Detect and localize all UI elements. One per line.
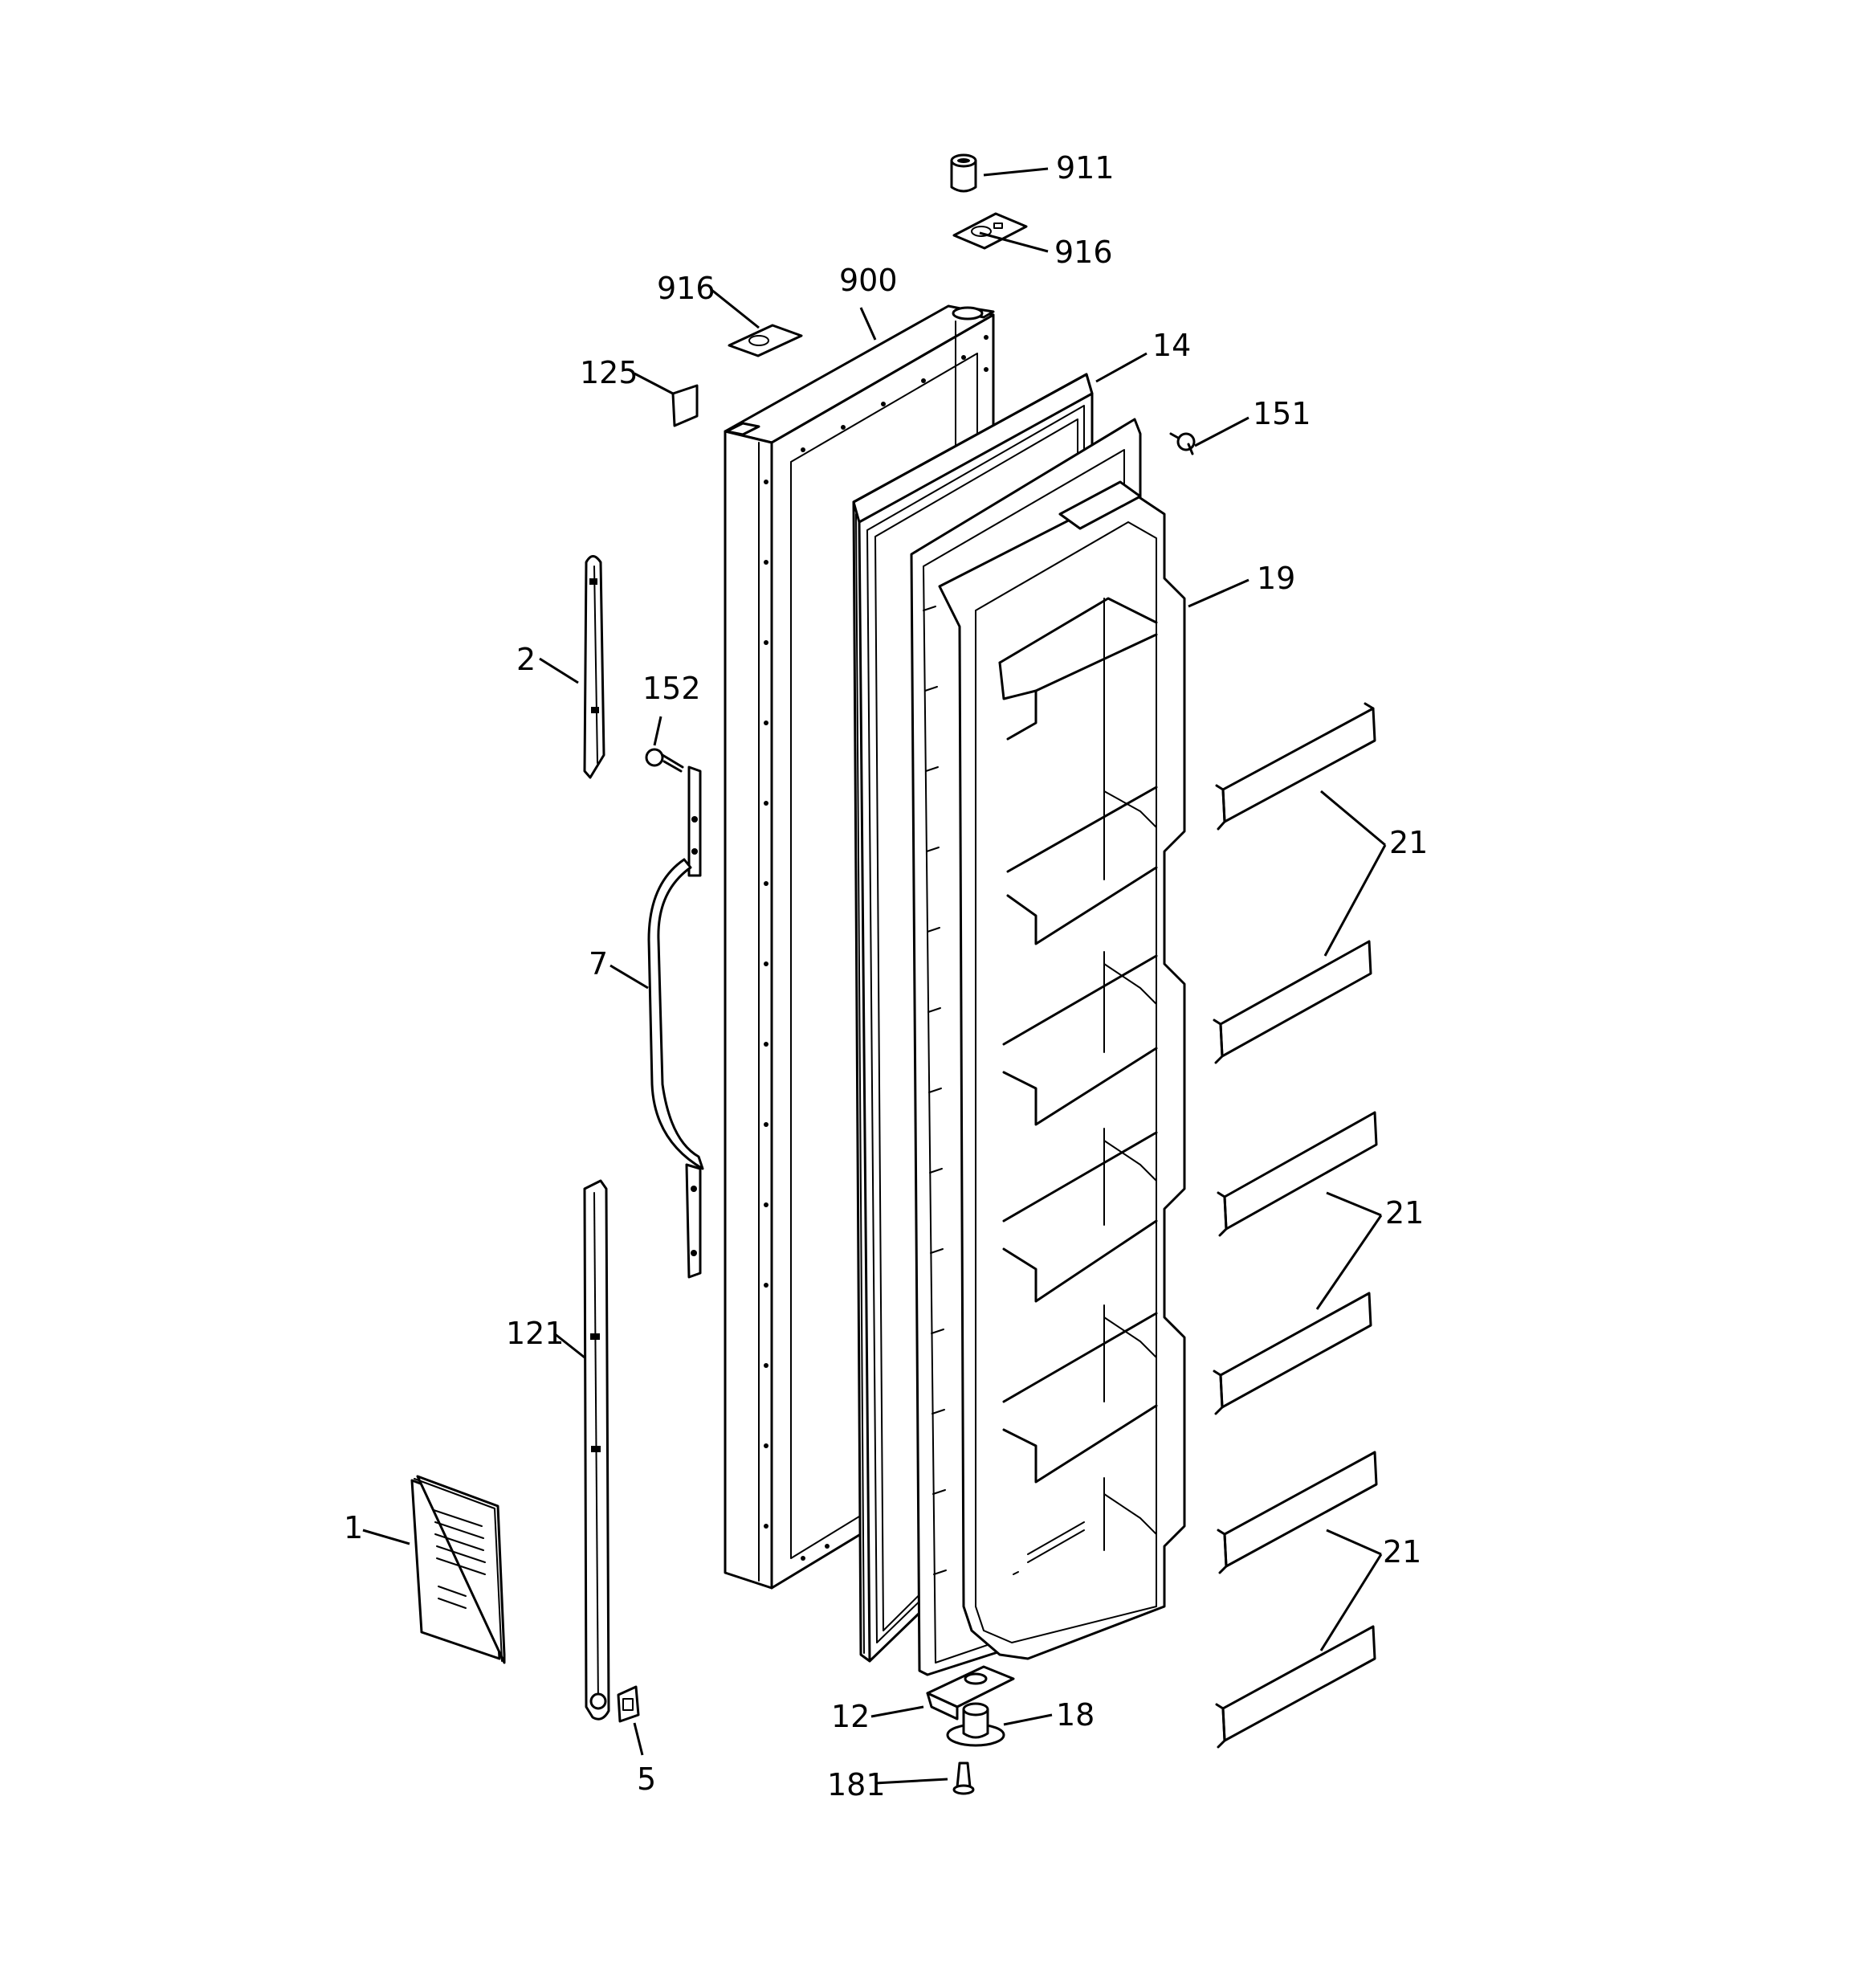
callout-18: 18 bbox=[1056, 1697, 1095, 1733]
callout-14: 14 bbox=[1152, 328, 1191, 363]
callout-21-c: 21 bbox=[1383, 1534, 1421, 1570]
part-911-bushing[interactable] bbox=[950, 153, 977, 193]
shelf-rail-1[interactable] bbox=[1215, 702, 1376, 831]
callout-labels: 911 916 916 900 14 125 151 19 2 152 21 7… bbox=[344, 150, 1428, 1802]
callout-5: 5 bbox=[637, 1761, 656, 1797]
shelf-rail-6[interactable] bbox=[1215, 1625, 1376, 1749]
part-1-owners-manual[interactable] bbox=[410, 1475, 506, 1664]
callout-21-a: 21 bbox=[1389, 825, 1428, 860]
callout-121: 121 bbox=[506, 1316, 565, 1351]
part-18-hinge-bushing[interactable] bbox=[946, 1702, 1005, 1747]
part-7-door-handle[interactable] bbox=[647, 765, 704, 1279]
part-152-screw[interactable] bbox=[645, 748, 684, 773]
callout-19: 19 bbox=[1257, 561, 1295, 596]
shelf-rail-5[interactable] bbox=[1217, 1451, 1378, 1574]
part-5-clip[interactable] bbox=[617, 1685, 640, 1723]
callout-21-b: 21 bbox=[1385, 1195, 1424, 1231]
callout-1: 1 bbox=[344, 1510, 363, 1545]
shelf-rail-3[interactable] bbox=[1217, 1111, 1378, 1237]
part-121-lower-trim[interactable] bbox=[583, 1179, 610, 1721]
callout-900: 900 bbox=[839, 263, 898, 298]
leader-lines bbox=[362, 167, 1387, 1785]
callout-125: 125 bbox=[580, 355, 638, 390]
part-151-screw[interactable] bbox=[1169, 432, 1196, 455]
shelf-rail-2[interactable] bbox=[1213, 940, 1372, 1064]
shelf-rail-4[interactable] bbox=[1213, 1292, 1372, 1415]
callout-2: 2 bbox=[516, 642, 536, 677]
part-2-upper-trim[interactable] bbox=[583, 555, 605, 779]
part-125-plug[interactable] bbox=[671, 384, 699, 427]
part-916-shim-left[interactable] bbox=[728, 324, 803, 357]
callout-181: 181 bbox=[827, 1767, 886, 1802]
callout-151: 151 bbox=[1253, 396, 1311, 431]
part-19-door-liner[interactable] bbox=[910, 418, 1186, 1676]
callout-916-top: 916 bbox=[1054, 235, 1113, 270]
part-12-bottom-hinge[interactable] bbox=[926, 1665, 1015, 1721]
callout-916-left: 916 bbox=[657, 271, 715, 306]
callout-911: 911 bbox=[1056, 150, 1115, 186]
part-21-shelf-rails[interactable] bbox=[1213, 702, 1378, 1749]
part-916-shim-top[interactable] bbox=[952, 212, 1028, 250]
callout-152: 152 bbox=[642, 671, 701, 706]
callout-12: 12 bbox=[831, 1699, 870, 1734]
callout-7: 7 bbox=[589, 946, 608, 982]
part-181-screw[interactable] bbox=[952, 1761, 975, 1795]
